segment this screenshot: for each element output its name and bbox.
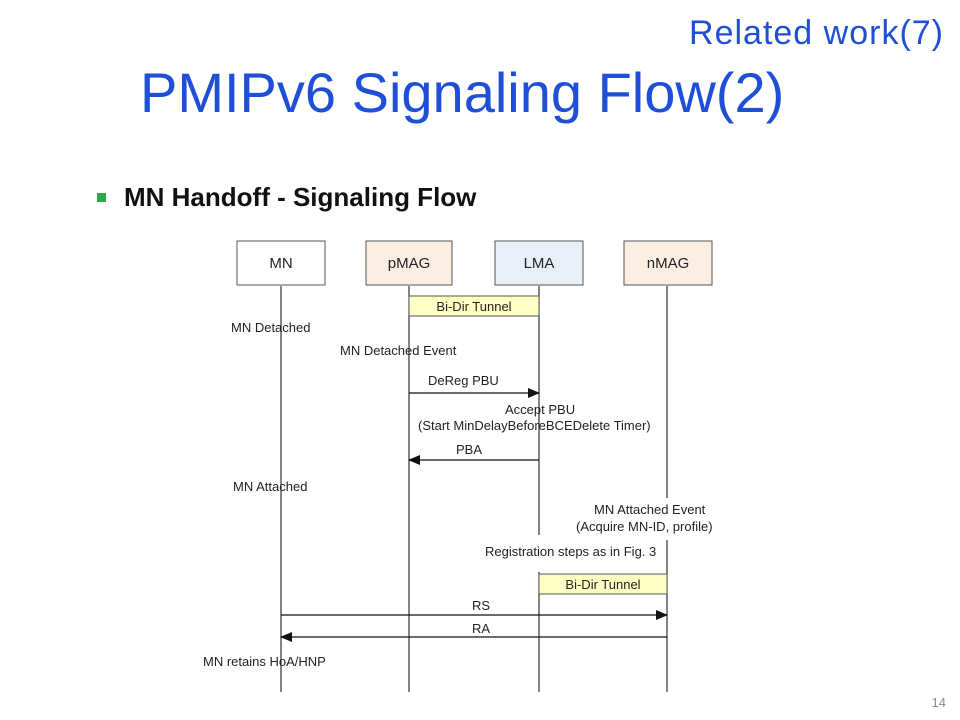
lma-entity-box: LMA [494, 240, 584, 286]
svg-text:nMAG: nMAG [647, 255, 690, 272]
svg-text:LMA: LMA [524, 255, 555, 272]
dereg-pbu-label: DeReg PBU [428, 373, 499, 388]
bullet-item: MN Handoff - Signaling Flow [97, 182, 476, 213]
svg-text:Bi-Dir Tunnel: Bi-Dir Tunnel [436, 299, 511, 314]
svg-text:pMAG: pMAG [388, 255, 431, 272]
page-number: 14 [931, 695, 946, 710]
mn-detached-label: MN Detached [231, 320, 310, 335]
slide-title: PMIPv6 Signaling Flow(2) [140, 61, 785, 124]
square-bullet-icon [97, 193, 106, 202]
mn-attached-label: MN Attached [233, 479, 307, 494]
mn-retains-label: MN retains HoA/HNP [203, 654, 326, 669]
ra-label: RA [472, 621, 490, 636]
pmag-entity-box: pMAG [365, 240, 453, 286]
accept-pbu-label: Accept PBU [505, 402, 575, 417]
acquire-profile-label: (Acquire MN-ID, profile) [576, 519, 713, 534]
mn-attached-event-label: MN Attached Event [594, 502, 706, 517]
svg-text:Bi-Dir Tunnel: Bi-Dir Tunnel [565, 577, 640, 592]
start-timer-label: (Start MinDelayBeforeBCEDelete Timer) [418, 418, 651, 433]
nmag-entity-box: nMAG [623, 240, 713, 286]
bidir-tunnel-lma-nmag: Bi-Dir Tunnel [538, 573, 668, 595]
registration-steps-label: Registration steps as in Fig. 3 [485, 544, 656, 559]
section-label: Related work(7) [689, 14, 944, 52]
mn-entity-box: MN [236, 240, 326, 286]
bidir-tunnel-pmag-lma: Bi-Dir Tunnel [408, 295, 540, 317]
mn-detached-event-label: MN Detached Event [340, 343, 457, 358]
rs-label: RS [472, 598, 490, 613]
svg-text:MN: MN [269, 255, 292, 272]
pba-label: PBA [456, 442, 482, 457]
bullet-text: MN Handoff - Signaling Flow [124, 182, 477, 212]
